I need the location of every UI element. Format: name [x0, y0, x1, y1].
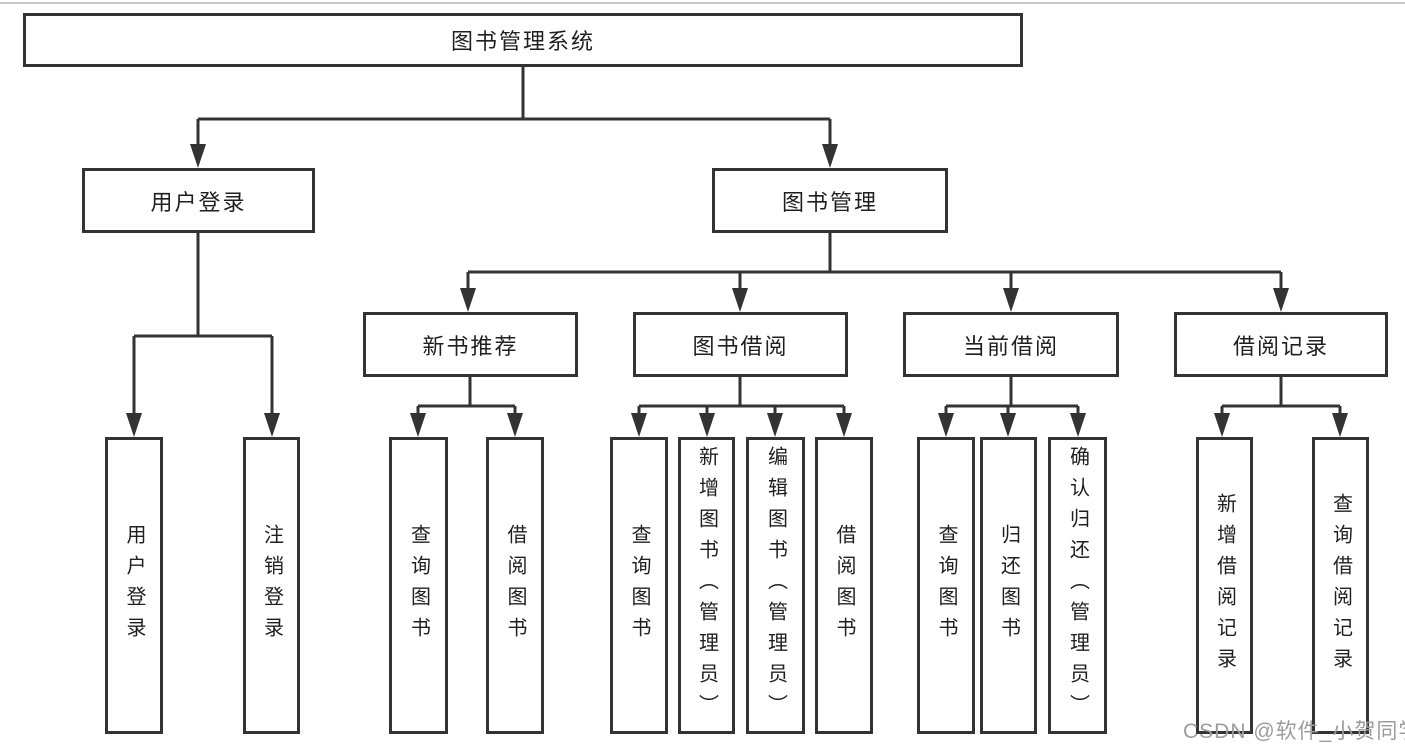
node-leaf-query-books-rec-label: 查询图书 [407, 523, 430, 648]
node-leaf-add-books-admin: 新增图书（管理员） [678, 437, 735, 734]
node-book-borrow: 图书借阅 [633, 312, 848, 377]
node-book-borrow-label: 图书借阅 [692, 333, 789, 359]
node-root: 图书管理系统 [23, 13, 1023, 67]
node-leaf-add-books-admin-label: 新增图书（管理员） [695, 446, 718, 725]
node-leaf-query-books-borrow: 查询图书 [610, 437, 668, 734]
node-leaf-query-borrow-record: 查询借阅记录 [1312, 437, 1369, 734]
node-leaf-query-borrow-record-label: 查询借阅记录 [1329, 492, 1352, 679]
node-leaf-logout-label: 注销登录 [260, 523, 283, 648]
node-leaf-return-books: 归还图书 [980, 437, 1037, 734]
node-leaf-confirm-return-admin: 确认归还（管理员） [1048, 437, 1107, 734]
node-book-mgmt: 图书管理 [712, 168, 948, 233]
node-leaf-borrow-books-label: 借阅图书 [833, 523, 855, 648]
node-user-login-label: 用户登录 [150, 189, 247, 215]
node-leaf-borrow-books-rec: 借阅图书 [486, 437, 544, 734]
node-leaf-add-borrow-record-label: 新增借阅记录 [1213, 492, 1236, 679]
node-current-borrow: 当前借阅 [903, 312, 1119, 377]
node-leaf-query-books-borrow-label: 查询图书 [628, 523, 650, 648]
csdn-watermark: CSDN @软件_小贺同学 [1183, 720, 1405, 743]
node-leaf-user-login-label: 用户登录 [123, 523, 145, 648]
node-borrow-record-label: 借阅记录 [1232, 333, 1329, 359]
node-leaf-edit-books-admin: 编辑图书（管理员） [746, 437, 805, 734]
node-new-book-rec: 新书推荐 [363, 312, 578, 377]
node-leaf-edit-books-admin-label: 编辑图书（管理员） [764, 446, 787, 725]
node-leaf-logout: 注销登录 [243, 437, 300, 734]
node-borrow-record: 借阅记录 [1174, 312, 1388, 377]
node-leaf-return-books-label: 归还图书 [997, 523, 1020, 648]
node-leaf-borrow-books-rec-label: 借阅图书 [504, 523, 526, 648]
node-leaf-query-books-current: 查询图书 [917, 437, 975, 734]
node-new-book-rec-label: 新书推荐 [422, 333, 519, 359]
node-root-label: 图书管理系统 [450, 29, 595, 54]
node-leaf-query-books-rec: 查询图书 [389, 437, 448, 734]
node-leaf-user-login: 用户登录 [105, 437, 163, 734]
top-divider [0, 2, 1405, 4]
node-leaf-add-borrow-record: 新增借阅记录 [1196, 437, 1253, 734]
node-leaf-query-books-current-label: 查询图书 [935, 523, 957, 648]
node-leaf-confirm-return-admin-label: 确认归还（管理员） [1066, 446, 1089, 725]
node-user-login: 用户登录 [82, 168, 315, 233]
node-book-mgmt-label: 图书管理 [781, 189, 878, 215]
node-current-borrow-label: 当前借阅 [962, 333, 1059, 359]
node-leaf-borrow-books: 借阅图书 [815, 437, 873, 734]
